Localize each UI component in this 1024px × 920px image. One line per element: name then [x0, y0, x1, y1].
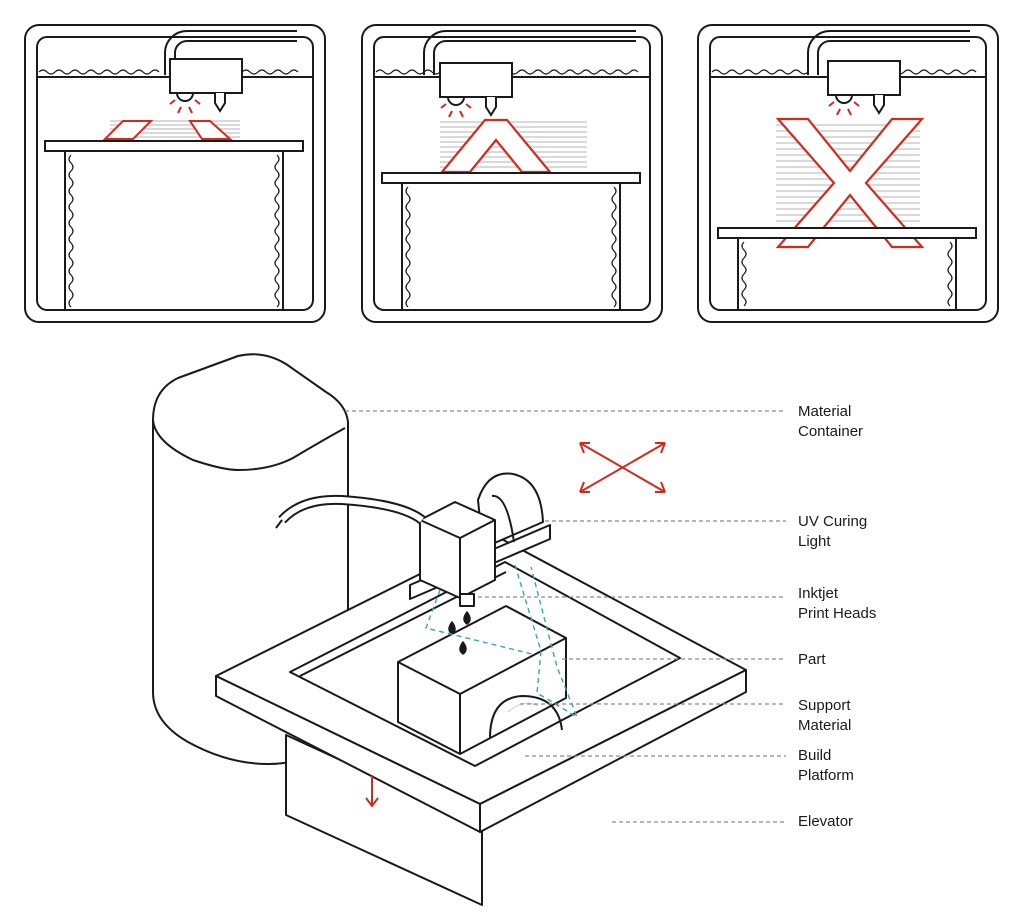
down-arrow-icon [365, 775, 379, 808]
label-support-2: Material [798, 717, 851, 734]
label-uv-curing-2: Light [798, 533, 831, 550]
xy-motion-arrows-icon [579, 442, 666, 493]
label-elevator: Elevator [798, 813, 853, 830]
label-material-container-2: Container [798, 423, 863, 440]
print-head-box [419, 501, 496, 599]
label-inkjet-2: Print Heads [798, 605, 876, 622]
label-part: Part [798, 651, 826, 668]
printer-illustration [152, 353, 747, 906]
uv-light-rays-icon [169, 99, 201, 114]
droplet-icon [459, 641, 467, 655]
label-support-1: Support [798, 697, 851, 714]
label-build-2: Platform [798, 767, 854, 784]
print-stage-3 [697, 24, 999, 323]
leader-lines [345, 410, 786, 823]
inkjet-print-heads [459, 593, 475, 607]
print-stage-2 [361, 24, 663, 323]
label-material-container-1: Material [798, 403, 851, 420]
uv-beam-path [425, 564, 579, 719]
label-uv-curing-1: UV Curing [798, 513, 867, 530]
droplet-icon [448, 621, 456, 635]
print-stage-1 [24, 24, 326, 323]
label-build-1: Build [798, 747, 831, 764]
label-inkjet-1: Inktjet [798, 585, 839, 602]
callout-labels: Material Container UV Curing Light Inktj… [798, 403, 876, 830]
droplet-icon [463, 611, 471, 625]
part [397, 605, 567, 755]
